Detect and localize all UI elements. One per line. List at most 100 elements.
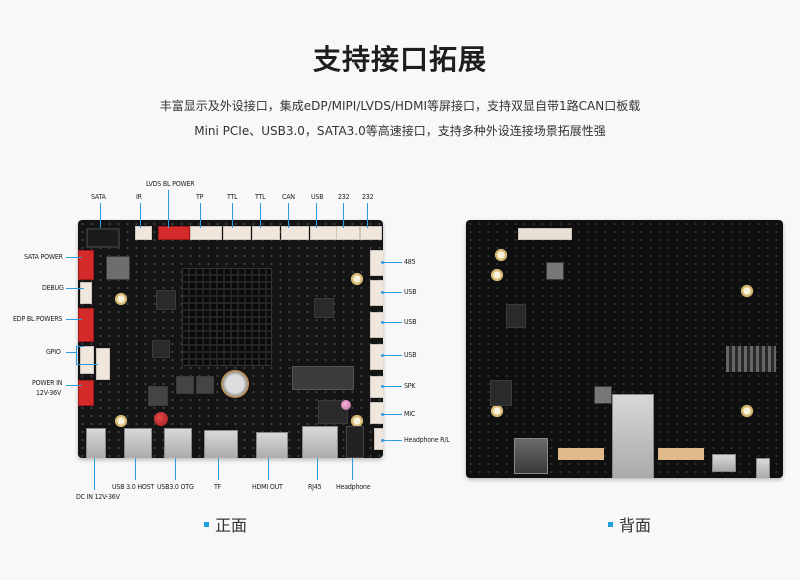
leader-line (200, 203, 201, 228)
leader-line (352, 458, 353, 480)
label-can: CAN (282, 193, 295, 201)
leader-dot (381, 354, 384, 357)
rj45-back (612, 394, 654, 478)
chip (490, 380, 512, 406)
label-232-1: 232 (338, 193, 350, 201)
leader-line (268, 458, 269, 480)
fpc-connector (518, 228, 572, 240)
front-caption-text: 正面 (215, 516, 248, 535)
chip (546, 262, 564, 280)
headphone-rl-connector (374, 428, 383, 450)
label-sata-power: SATA POWER (24, 253, 63, 261)
back-caption: 背面 (608, 512, 651, 536)
lvds-bl-power-connector (158, 226, 190, 240)
usb3-otg-port (164, 428, 192, 458)
label-gpio: GPIO (46, 348, 61, 356)
ir-connector (135, 226, 152, 240)
ttl-connector-1 (223, 226, 251, 240)
sata-connector (86, 228, 120, 248)
rs232-connector-2 (360, 226, 382, 240)
fpc-connector (558, 448, 604, 460)
back-board-image (466, 220, 783, 478)
label-tp: TP (196, 193, 204, 201)
usb-connector-3 (370, 344, 383, 370)
label-ttl-1: TTL (227, 193, 238, 201)
ttl-connector-2 (252, 226, 280, 240)
description-line-2: Mini PCIe、USB3.0，SATA3.0等高速接口，支持多种外设连接场景… (194, 124, 606, 138)
inductor (148, 386, 168, 406)
fpc-connector (658, 448, 704, 460)
leader-line (232, 203, 233, 228)
can-connector (281, 226, 309, 240)
leader-line (66, 319, 82, 320)
mounting-hole (490, 404, 504, 418)
spk-connector (370, 376, 383, 398)
gpio-connector-1 (80, 346, 94, 374)
back-caption-text: 背面 (619, 516, 652, 535)
leader-line (367, 203, 368, 228)
chip (152, 340, 170, 358)
inductor (176, 376, 194, 394)
chip (156, 290, 176, 310)
leader-line (175, 458, 176, 480)
leader-line (343, 203, 344, 228)
leader-line (94, 458, 95, 490)
label-edp-bl-powers: EDP BL POWERS (13, 315, 63, 323)
label-hdmi-out: HDMI OUT (252, 483, 283, 491)
leader-line (384, 355, 402, 356)
usb3-host-port (124, 428, 152, 458)
mounting-hole (490, 268, 504, 282)
label-232-2: 232 (362, 193, 374, 201)
label-usb-right-1: USB (404, 288, 417, 296)
label-headphone-rl: Headphone R/L (404, 436, 450, 444)
label-usb-right-3: USB (404, 351, 417, 359)
mic-connector (370, 402, 383, 424)
label-485: 485 (404, 258, 416, 266)
cpu-heatsink (182, 268, 272, 366)
leader-line (76, 346, 84, 347)
leader-line (66, 288, 84, 289)
rs232-connector-1 (336, 226, 360, 240)
mounting-hole (114, 292, 128, 306)
mounting-hole (494, 248, 508, 262)
mounting-hole (114, 414, 128, 428)
leader-line (316, 203, 317, 228)
dc-jack (86, 428, 106, 458)
capacitor (341, 400, 351, 410)
mounting-hole (350, 414, 364, 428)
front-board-image (78, 220, 383, 458)
usb-header-connector (310, 226, 338, 240)
tf-card-slot (204, 430, 238, 458)
label-rj45: RJ45 (308, 483, 322, 491)
label-ir: IR (136, 193, 142, 201)
mounting-hole (740, 284, 754, 298)
page-title: 支持接口拓展 (312, 43, 487, 76)
leader-line (260, 203, 261, 228)
label-dc-in: DC IN 12V-36V (76, 493, 120, 501)
leader-line (140, 203, 141, 228)
rj45-port (302, 426, 338, 458)
sata-power-connector (78, 250, 94, 280)
label-usb3-otg: USB3.0 OTG (157, 483, 194, 491)
label-headphone: Headphone (336, 483, 371, 491)
chip (314, 298, 334, 318)
inductor (196, 376, 214, 394)
label-tf: TF (214, 483, 222, 491)
leader-line (168, 190, 169, 228)
leader-line (76, 364, 98, 365)
label-lvds-bl-power: LVDS BL POWER (146, 180, 195, 188)
leader-line (100, 203, 101, 228)
leader-line (384, 440, 402, 441)
leader-line (218, 458, 219, 480)
bullet-icon (204, 521, 209, 527)
rs485-connector (370, 250, 383, 276)
leader-line (384, 292, 402, 293)
label-sata: SATA (91, 193, 106, 201)
label-debug: DEBUG (42, 284, 64, 292)
leader-dot (381, 291, 384, 294)
tp-connector (190, 226, 222, 240)
dc-jack-back (756, 458, 770, 478)
mounting-hole (350, 272, 364, 286)
chip (318, 400, 348, 424)
label-usb-top: USB (311, 193, 324, 201)
